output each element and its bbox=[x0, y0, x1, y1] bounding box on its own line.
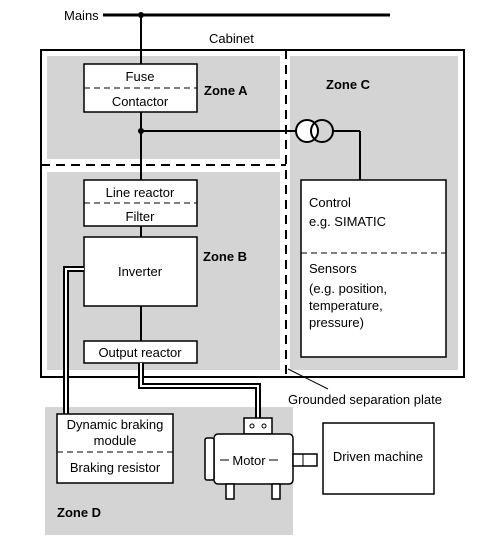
filter-label: Filter bbox=[126, 209, 156, 224]
inverter-label: Inverter bbox=[118, 264, 163, 279]
cabinet-outline bbox=[40, 49, 465, 378]
line-reactor-filter-block: Line reactor Filter bbox=[83, 179, 198, 227]
output-reactor-block: Output reactor bbox=[83, 340, 198, 364]
zone-d-label: Zone D bbox=[57, 505, 101, 520]
motor-cable bbox=[138, 363, 261, 418]
contactor-label: Contactor bbox=[112, 94, 169, 109]
braking-cable bbox=[63, 266, 84, 414]
control-example-label: e.g. SIMATIC bbox=[309, 214, 386, 229]
driven-machine-label: Driven machine bbox=[333, 449, 423, 464]
zone-a-label: Zone A bbox=[204, 83, 248, 98]
braking-resistor-label: Braking resistor bbox=[70, 460, 161, 475]
zone-b-label: Zone B bbox=[203, 249, 247, 264]
driven-machine-block: Driven machine bbox=[322, 422, 435, 495]
dynamic-braking-line-1: Dynamic braking bbox=[67, 417, 164, 432]
control-label: Control bbox=[309, 195, 351, 210]
fuse-label: Fuse bbox=[126, 69, 155, 84]
inverter-block: Inverter bbox=[83, 236, 198, 307]
zone-c-label: Zone C bbox=[326, 77, 371, 92]
sensors-label: Sensors bbox=[309, 261, 357, 276]
fuse-contactor-block: Fuse Contactor bbox=[83, 63, 198, 113]
cabinet-label: Cabinet bbox=[209, 31, 254, 46]
control-sensors-block: Control e.g. SIMATIC Sensors (e.g. posit… bbox=[300, 179, 447, 358]
separation-plate-leader bbox=[287, 368, 329, 390]
mains-label: Mains bbox=[64, 8, 99, 23]
braking-block: Dynamic braking module Braking resistor bbox=[56, 413, 174, 484]
line-reactor-label: Line reactor bbox=[106, 185, 175, 200]
motor-label: Motor bbox=[232, 453, 266, 468]
sensors-detail-line-2: temperature, bbox=[309, 298, 383, 313]
output-reactor-label: Output reactor bbox=[98, 345, 182, 360]
dynamic-braking-line-2: module bbox=[94, 433, 137, 448]
sensors-detail-line-3: pressure) bbox=[309, 315, 364, 330]
separation-plate-label: Grounded separation plate bbox=[288, 392, 442, 407]
motor-icon bbox=[204, 417, 318, 500]
sensors-detail-line-1: (e.g. position, bbox=[309, 281, 387, 296]
